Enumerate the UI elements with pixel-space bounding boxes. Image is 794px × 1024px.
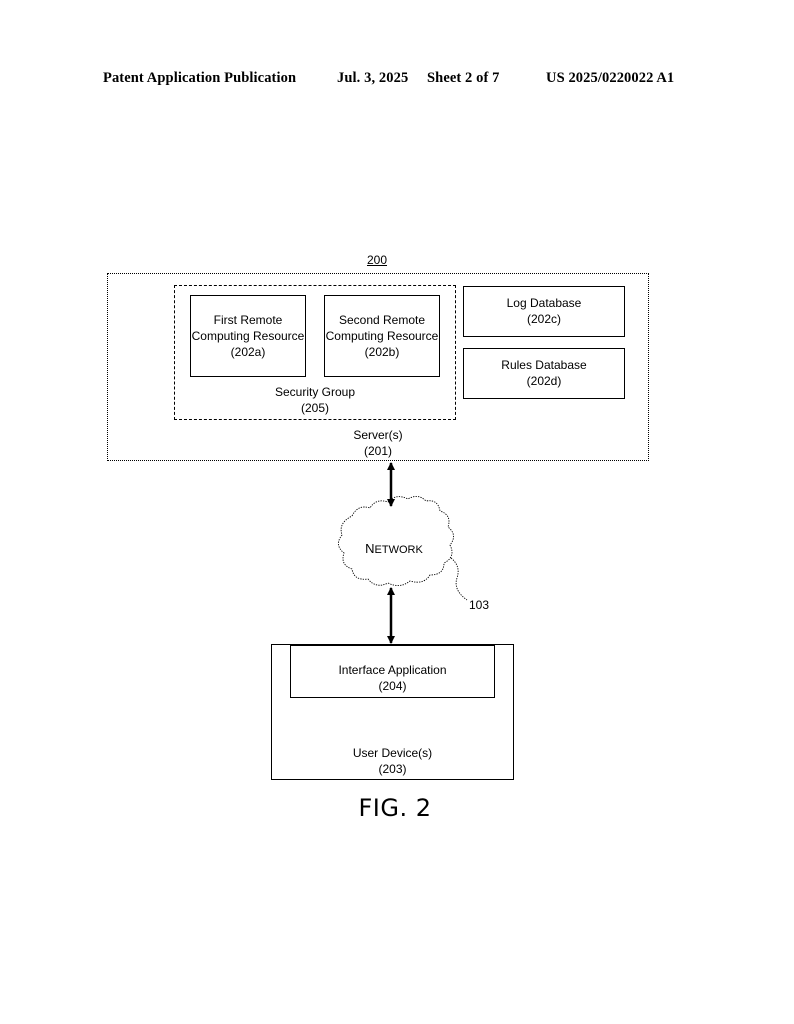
header-publication: Patent Application Publication	[103, 70, 297, 86]
server-ref: (201)	[363, 444, 392, 458]
log-database-label: Log Database	[506, 296, 582, 310]
user-device-label: User Device(s)	[352, 746, 433, 760]
interface-application-box	[290, 645, 495, 698]
rules-database-label: Rules Database	[501, 358, 587, 372]
security-group-ref: (205)	[300, 401, 329, 415]
header-patent-number: US 2025/0220022 A1	[546, 70, 675, 86]
first-remote-resource-box	[190, 295, 306, 377]
rules-database-box	[463, 348, 625, 399]
network-label-rest: ETWORK	[374, 544, 423, 556]
figure-reference-number: 200	[366, 253, 388, 267]
server-label: Server(s)	[353, 428, 403, 442]
log-database-box	[463, 286, 625, 337]
user-device-ref: (203)	[378, 762, 407, 776]
network-ref: 103	[469, 598, 490, 612]
interface-application-ref: (204)	[378, 679, 407, 693]
interface-application-label: Interface Application	[338, 663, 447, 677]
second-resource-ref: (202b)	[364, 345, 400, 359]
network-ref-leader	[450, 557, 468, 601]
second-remote-resource-box	[324, 295, 440, 377]
security-group-label: Security Group	[274, 385, 356, 399]
header-sheet: Sheet 2 of 7	[427, 70, 500, 86]
network-cloud	[338, 496, 454, 586]
second-resource-line2: Computing Resource	[325, 329, 439, 343]
network-label-initial: N	[365, 541, 375, 556]
network-label: NETWORK	[362, 541, 426, 556]
figure-title: FIG. 2	[358, 794, 432, 822]
rules-database-ref: (202d)	[526, 374, 562, 388]
log-database-ref: (202c)	[526, 312, 561, 326]
header-date: Jul. 3, 2025	[337, 70, 409, 86]
first-resource-line1: First Remote	[213, 313, 283, 327]
first-resource-ref: (202a)	[230, 345, 266, 359]
first-resource-line2: Computing Resource	[191, 329, 305, 343]
second-resource-line1: Second Remote	[338, 313, 426, 327]
